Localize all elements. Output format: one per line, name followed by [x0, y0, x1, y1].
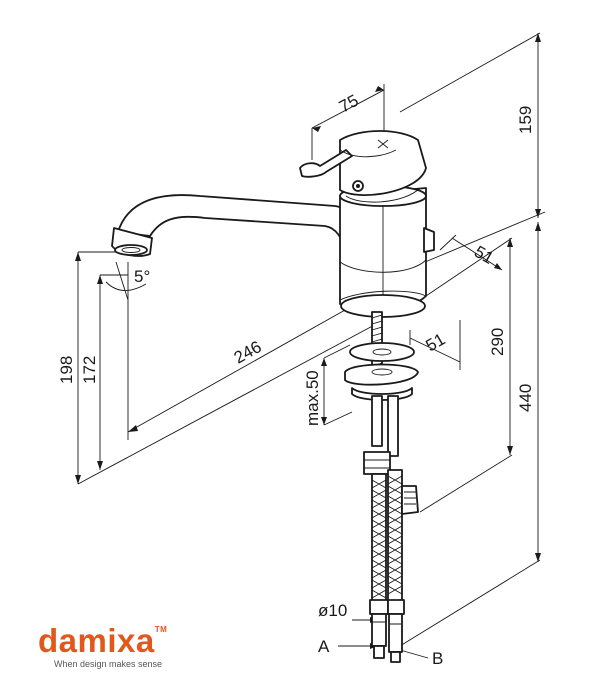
dim-290-label: 290 — [488, 328, 507, 356]
dimension-labels: 75 159 51 51 290 440 246 198 172 max.50 … — [57, 91, 535, 668]
dim-75-label: 75 — [336, 91, 362, 117]
dimension-lines — [75, 32, 546, 659]
dim-198-label: 198 — [57, 356, 76, 384]
dim-246-label: 246 — [231, 337, 265, 367]
dim-440-label: 440 — [516, 384, 535, 412]
dim-max50-label: max.50 — [303, 370, 322, 426]
hoses — [363, 395, 419, 663]
brand-name: damixa — [38, 622, 155, 659]
connection-a-label: A — [318, 637, 330, 656]
connection-b-label: B — [432, 649, 443, 668]
brand-tagline: When design makes sense — [54, 659, 163, 669]
dim-angle5-label: 5° — [134, 267, 150, 286]
damixa-logo: damixaTM When design makes sense — [38, 624, 167, 669]
brand-tm: TM — [154, 625, 168, 634]
dim-172-label: 172 — [80, 356, 99, 384]
dim-dia10-label: ø10 — [318, 601, 347, 620]
dim-159-label: 159 — [516, 106, 535, 134]
dim-51-mid-label: 51 — [423, 330, 449, 356]
faucet-drawing — [111, 130, 435, 663]
